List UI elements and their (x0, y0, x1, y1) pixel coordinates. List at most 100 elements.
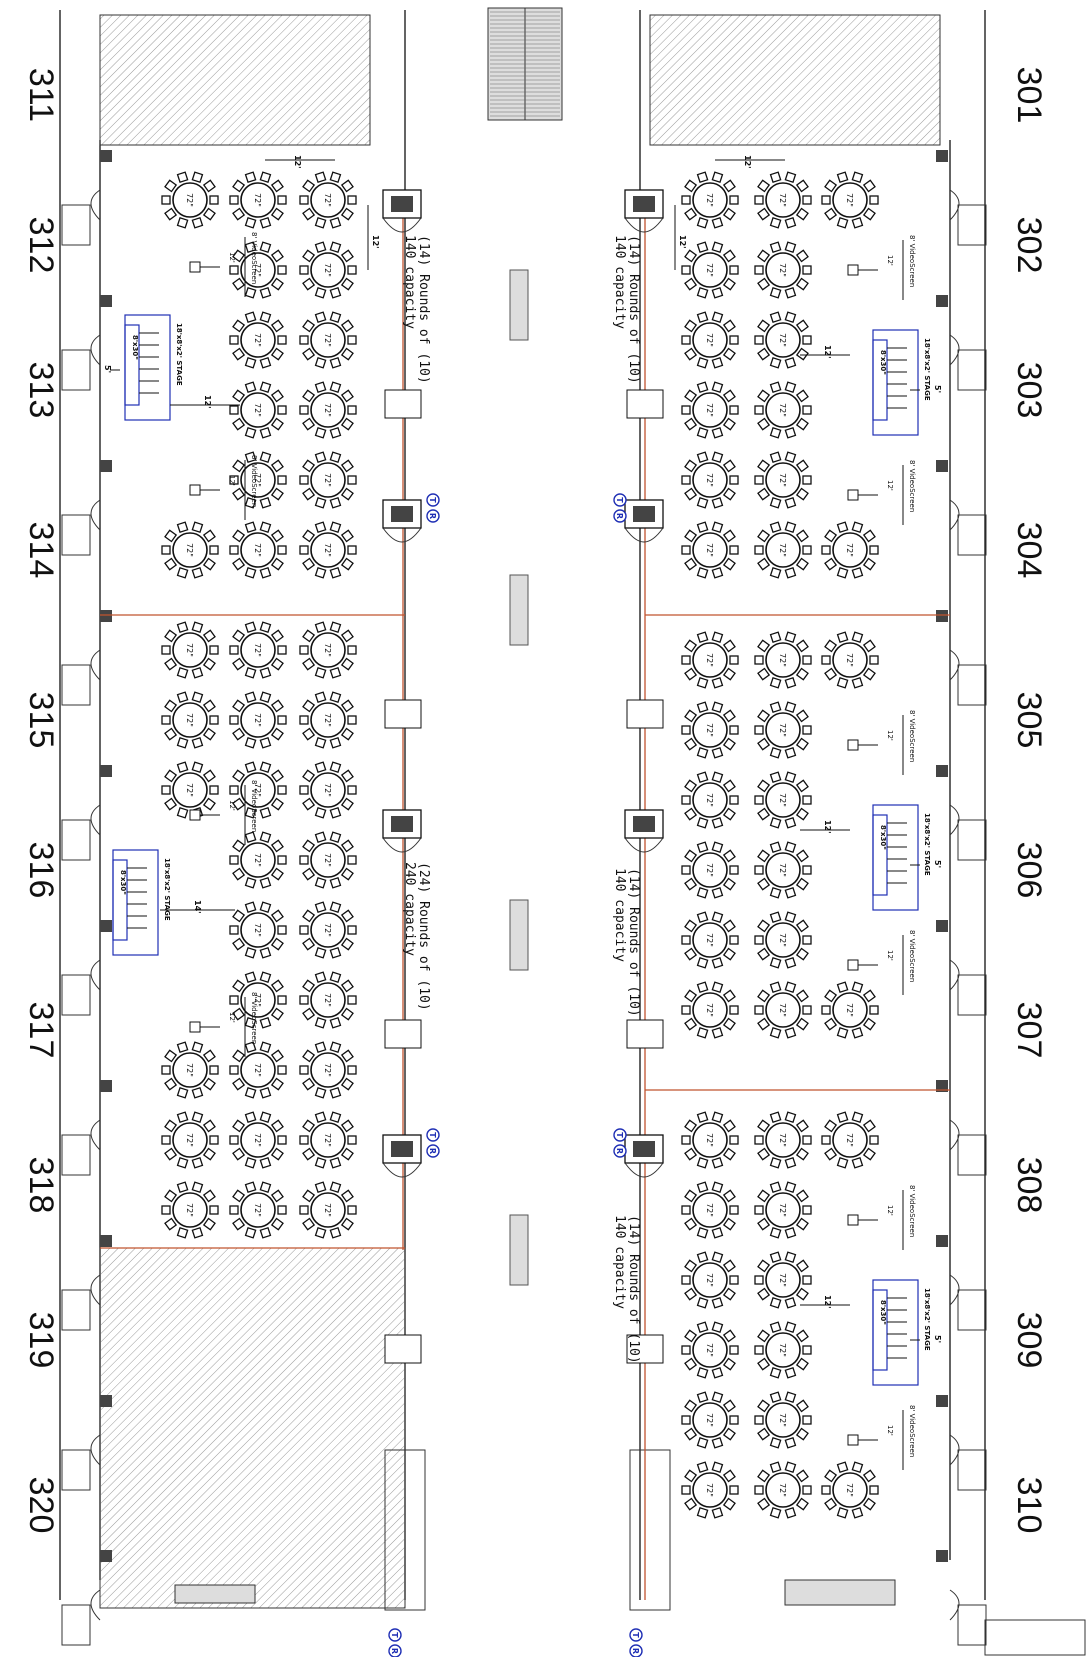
chair (314, 1041, 327, 1054)
chair (784, 356, 797, 369)
chair (696, 911, 709, 924)
chair (722, 947, 736, 961)
chair (176, 1111, 189, 1124)
chair (836, 216, 849, 229)
chair (696, 1226, 709, 1239)
chair (684, 179, 698, 193)
chair (164, 1217, 178, 1231)
chair (722, 1147, 736, 1161)
stage-riser (124, 324, 140, 406)
chair (684, 1329, 698, 1343)
chair (347, 405, 357, 415)
chair (711, 816, 724, 829)
chair (821, 195, 831, 205)
table-top (310, 1192, 346, 1228)
round-table: 72" (681, 311, 739, 369)
table-top (692, 852, 728, 888)
chair (711, 841, 724, 854)
chair (209, 1065, 219, 1075)
chair (824, 639, 838, 653)
chair (757, 639, 771, 653)
chair (302, 557, 316, 571)
table-size-label: 72" (705, 1413, 714, 1427)
chair (314, 451, 327, 464)
chair (795, 807, 809, 821)
chair (684, 639, 698, 653)
room-number-317: 317 (22, 1002, 60, 1059)
table-size-label: 72" (185, 783, 194, 797)
tr-r-marker (426, 1144, 440, 1158)
round-table: 72" (681, 1461, 739, 1519)
chair (229, 405, 239, 415)
video-screen: 12'8' VideoScreen (847, 710, 916, 775)
chair (722, 1469, 736, 1483)
chair (164, 1119, 178, 1133)
chair (314, 1181, 327, 1194)
chair (802, 475, 812, 485)
round-table: 72" (161, 761, 219, 819)
chair (329, 946, 342, 959)
chair (302, 727, 316, 741)
stage-label: 18'x8'x2' STAGE (923, 813, 931, 876)
video-screen: 12'8' VideoScreen (847, 1185, 916, 1250)
chair (784, 676, 797, 689)
chair (757, 989, 771, 1003)
round-table: 72" (681, 451, 739, 509)
door-frame (384, 1334, 422, 1364)
corridor-bench (509, 574, 529, 646)
chair (164, 1049, 178, 1063)
chair (259, 806, 272, 819)
door-swing (90, 1274, 101, 1306)
table-size-label: 72" (253, 853, 262, 867)
round-table: 72" (754, 701, 812, 759)
table-top (692, 1262, 728, 1298)
chair (232, 1217, 246, 1231)
chair (202, 769, 216, 783)
chair (769, 1111, 782, 1124)
table-size-label: 72" (253, 333, 262, 347)
chair (684, 529, 698, 543)
riser-label: 8'x30" (879, 350, 887, 375)
tr-t-label: T (615, 497, 624, 503)
chair (757, 347, 771, 361)
chair (191, 761, 204, 774)
chair (340, 1007, 354, 1021)
chair (277, 995, 287, 1005)
chair (795, 667, 809, 681)
chair (757, 1147, 771, 1161)
chair (722, 557, 736, 571)
table-top (172, 702, 208, 738)
column (100, 765, 112, 777)
chair (202, 207, 216, 221)
chair (754, 1485, 764, 1495)
chair (202, 629, 216, 643)
chair (329, 216, 342, 229)
chair (340, 909, 354, 923)
chair (270, 179, 284, 193)
chair (722, 347, 736, 361)
chair (757, 529, 771, 543)
table-top (310, 462, 346, 498)
round-table: 72" (299, 171, 357, 229)
round-table: 72" (299, 691, 357, 749)
round-table: 72" (299, 381, 357, 439)
chair (729, 1345, 739, 1355)
room-number-305: 305 (1010, 692, 1048, 749)
chair (259, 1041, 272, 1054)
chair (259, 521, 272, 534)
chair (769, 521, 782, 534)
chair (259, 666, 272, 679)
table-top (832, 1122, 868, 1158)
chair (784, 1296, 797, 1309)
table-size-label: 72" (323, 333, 332, 347)
chair (347, 1065, 357, 1075)
screen-dim: 12' (228, 252, 236, 263)
chair (784, 981, 797, 994)
table-top (310, 322, 346, 358)
chair (784, 1251, 797, 1264)
chair (784, 496, 797, 509)
chair (711, 311, 724, 324)
table-top (240, 632, 276, 668)
chair (209, 645, 219, 655)
door-swing (90, 804, 101, 836)
